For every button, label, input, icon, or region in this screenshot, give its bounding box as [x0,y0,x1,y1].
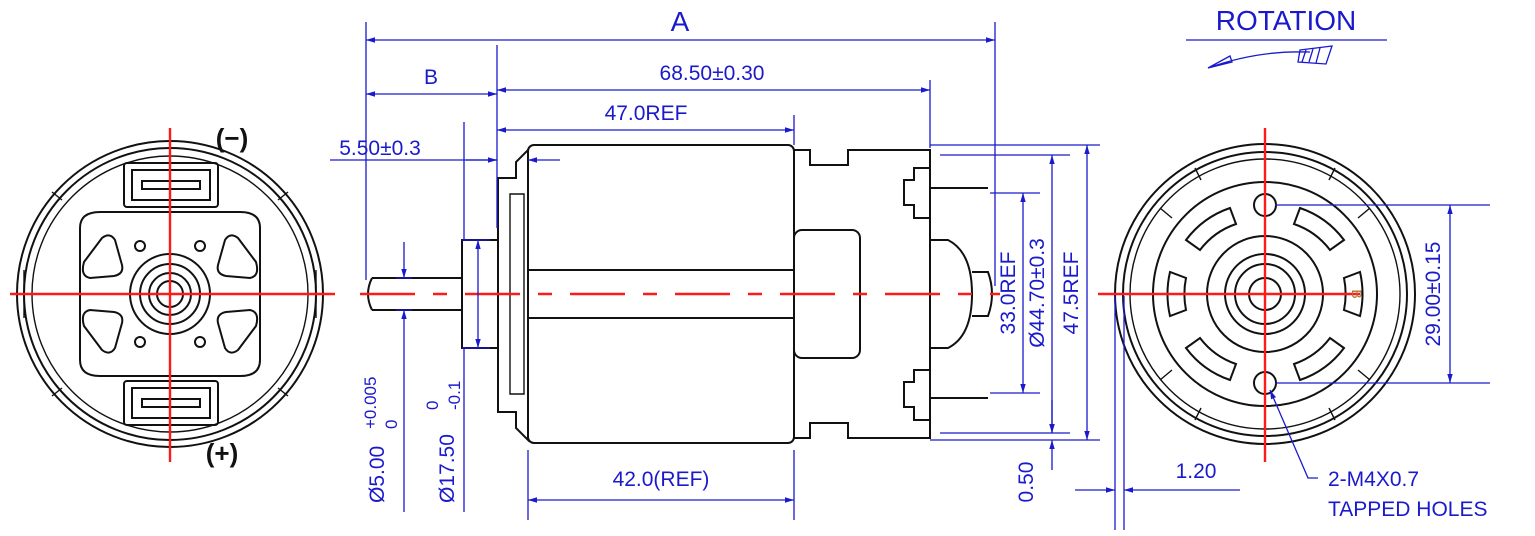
dim-47ref-label: 47.0REF [605,102,688,125]
tapped-holes-line1: 2-M4X0.7 [1328,468,1419,491]
dim-length-label: 68.50±0.30 [660,62,765,85]
dim-shaft-dia-tol-lower: 0 [382,420,401,429]
dim-can-length-label: 42.0(REF) [613,468,710,491]
dim-dia-44-label: Ø44.70±0.3 [1026,238,1049,348]
dim-33ref-label: 33.0REF [997,252,1020,335]
rotation-label: ROTATION [1216,5,1357,36]
dim-gap-050-label: 0.50 [1015,462,1038,503]
right-end-view: B [1098,128,1416,462]
dim-hole-spacing-label: 29.00±0.15 [1422,242,1445,347]
left-end-view: (−) (+) [10,123,335,468]
positive-terminal-label: (+) [206,438,239,468]
dim-b-label: B [424,66,438,89]
rotation-arrow-icon [1207,45,1333,69]
dim-a-label: A [671,6,690,37]
tapped-holes-callout: 2-M4X0.7 TAPPED HOLES [1269,389,1488,521]
side-view [360,144,1000,444]
negative-terminal-label: (−) [216,123,249,153]
dim-boss-dia-label: Ø17.50 [436,434,459,503]
dim-47-5ref-label: 47.5REF [1060,252,1083,335]
tapped-holes-line2: TAPPED HOLES [1328,498,1488,521]
dim-shaft-ext-label: 5.50±0.3 [339,137,421,160]
dim-boss-dia-tol-lower: -0.1 [445,381,464,410]
dim-boss-dia-tol-upper: 0 [423,401,442,410]
b-section-marker: B [1349,289,1365,298]
dim-shaft-dia-tol-upper: +0.005 [361,377,380,429]
dim-shaft-dia-label: Ø5.00 [366,446,389,503]
rotation-indicator: ROTATION [1186,5,1387,69]
dimensions: A B 68.50±0.30 47.0REF 5.50±0.3 42.0(REF… [330,6,1490,530]
dim-gap-120-label: 1.20 [1176,460,1217,483]
